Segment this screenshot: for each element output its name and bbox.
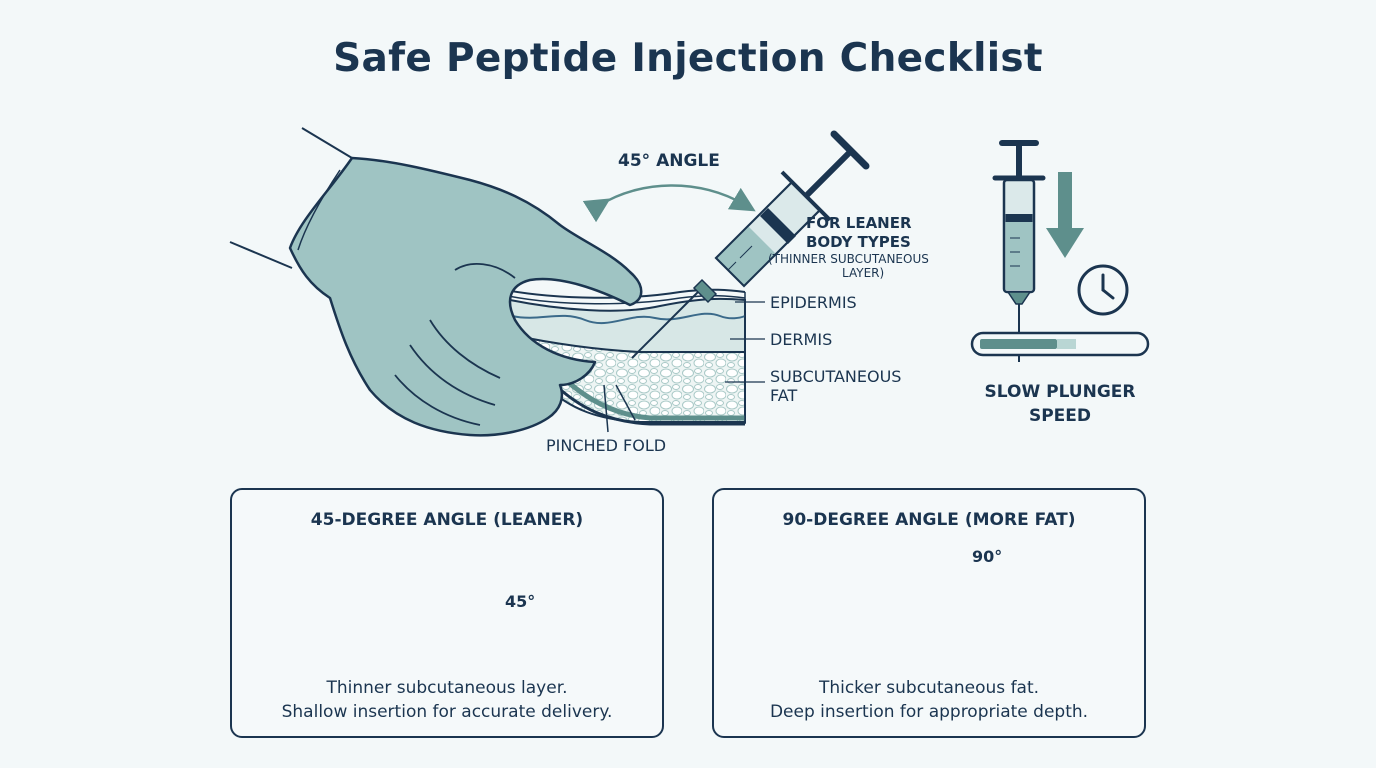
gloved-hand bbox=[229, 127, 643, 437]
page-title: Safe Peptide Injection Checklist bbox=[333, 36, 1043, 81]
panel-45-angle-label: 45° bbox=[505, 592, 536, 611]
body-type-note-line2: LAYER) bbox=[842, 266, 885, 280]
layer-label-fat-line1: SUBCUTANEOUS bbox=[770, 367, 902, 386]
body-type-note-line1: (THINNER SUBCUTANEOUS bbox=[768, 252, 929, 266]
panel-45-desc-line1: Thinner subcutaneous layer. bbox=[326, 678, 568, 698]
layer-label-epidermis: EPIDERMIS bbox=[770, 293, 857, 312]
panel-45-degree: 45-DEGREE ANGLE (LEANER) Thinner subcuta… bbox=[230, 488, 664, 738]
body-type-label-line1: FOR LEANER bbox=[806, 214, 912, 232]
panel-90-title: 90-DEGREE ANGLE (MORE FAT) bbox=[782, 510, 1076, 530]
body-type-label-line2: BODY TYPES bbox=[806, 233, 911, 251]
plunger-label-line2: SPEED bbox=[1028, 406, 1092, 426]
panel-45-desc-line2: Shallow insertion for accurate delivery. bbox=[281, 702, 613, 722]
pinched-fold-label: PINCHED FOLD bbox=[546, 436, 667, 455]
panel-90-angle-label: 90° bbox=[972, 547, 1003, 566]
panel-90-desc-line1: Thicker subcutaneous fat. bbox=[818, 678, 1040, 698]
panel-45-title: 45-DEGREE ANGLE (LEANER) bbox=[310, 510, 584, 530]
plunger-speed-icon bbox=[992, 140, 1046, 362]
angle-label: 45° ANGLE bbox=[618, 151, 720, 171]
down-arrow-icon bbox=[1046, 172, 1084, 258]
panel-90-desc-line2: Deep insertion for appropriate depth. bbox=[769, 702, 1089, 722]
panel-90-description: Thicker subcutaneous fat. Deep insertion… bbox=[714, 676, 1144, 724]
panel-90-degree: 90-DEGREE ANGLE (MORE FAT) Thicker subcu… bbox=[712, 488, 1146, 738]
clock-icon bbox=[1077, 264, 1129, 316]
panel-45-description: Thinner subcutaneous layer. Shallow inse… bbox=[232, 676, 662, 724]
layer-label-dermis: DERMIS bbox=[770, 330, 833, 349]
angle-arc-arrow bbox=[582, 184, 756, 223]
layer-label-fat-line2: FAT bbox=[770, 386, 798, 405]
plunger-progress-bar bbox=[970, 331, 1150, 357]
main-syringe bbox=[631, 130, 870, 359]
plunger-label-line1: SLOW PLUNGER bbox=[984, 382, 1136, 402]
